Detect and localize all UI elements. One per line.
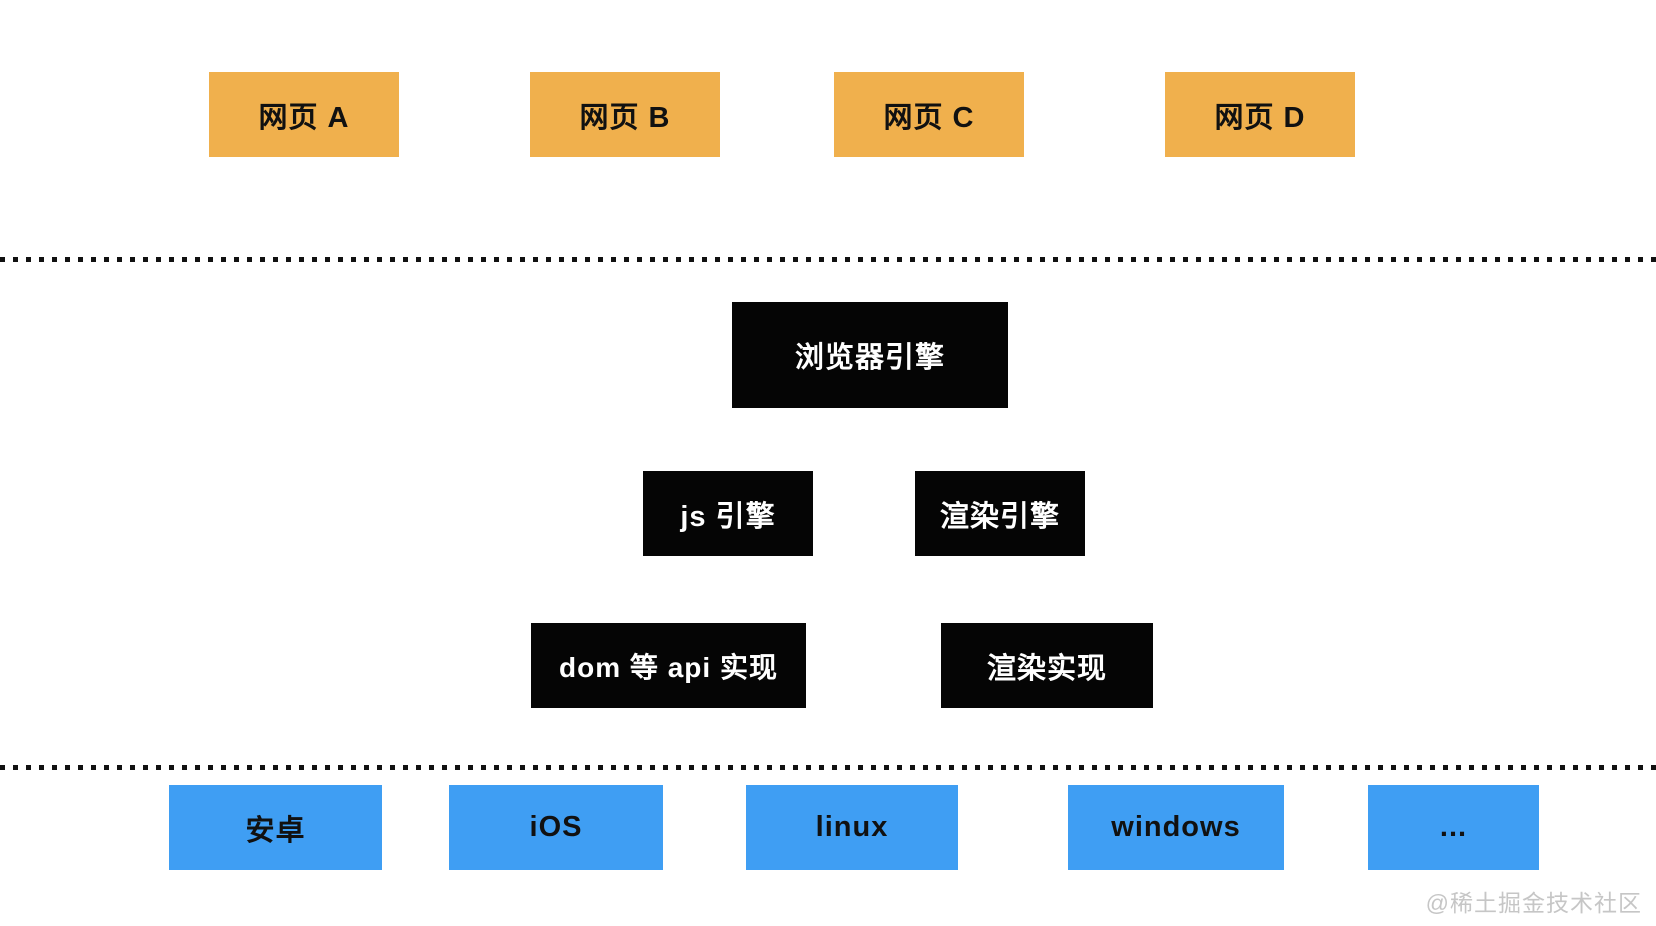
- os-linux-box: linux: [746, 785, 958, 870]
- web-page-a-label: 网页 A: [258, 101, 350, 134]
- os-ios-label: iOS: [529, 811, 583, 843]
- render-impl-label: 渲染实现: [986, 652, 1107, 685]
- render-impl-box: 渲染实现: [941, 623, 1153, 708]
- browser-engine-box: 浏览器引擎: [732, 302, 1008, 408]
- dom-api-impl-box: dom 等 api 实现: [531, 623, 806, 708]
- render-engine-box: 渲染引擎: [915, 471, 1085, 556]
- web-page-b-label: 网页 B: [579, 101, 671, 134]
- os-android-label: 安卓: [245, 814, 306, 847]
- web-page-d-box: 网页 D: [1165, 72, 1355, 157]
- js-engine-box: js 引擎: [643, 471, 813, 556]
- js-engine-label: js 引擎: [680, 500, 776, 533]
- os-ellipsis-label: ...: [1439, 811, 1468, 843]
- web-page-a-box: 网页 A: [209, 72, 399, 157]
- web-page-b-box: 网页 B: [530, 72, 720, 157]
- web-page-d-label: 网页 D: [1214, 101, 1306, 134]
- dom-api-impl-label: dom 等 api 实现: [559, 651, 778, 683]
- os-windows-box: windows: [1068, 785, 1284, 870]
- os-android-box: 安卓: [169, 785, 382, 870]
- browser-engine-label: 浏览器引擎: [794, 342, 945, 374]
- os-ios-box: iOS: [449, 785, 663, 870]
- web-page-c-box: 网页 C: [834, 72, 1024, 157]
- juejin-watermark: @稀土掘金技术社区: [1425, 890, 1642, 916]
- os-windows-label: windows: [1111, 811, 1241, 843]
- render-engine-label: 渲染引擎: [939, 500, 1060, 533]
- os-ellipsis-box: ...: [1368, 785, 1539, 870]
- upper-dotted-divider: [0, 257, 1656, 262]
- lower-dotted-divider: [0, 765, 1656, 770]
- web-page-c-label: 网页 C: [883, 101, 975, 134]
- os-linux-label: linux: [815, 811, 889, 843]
